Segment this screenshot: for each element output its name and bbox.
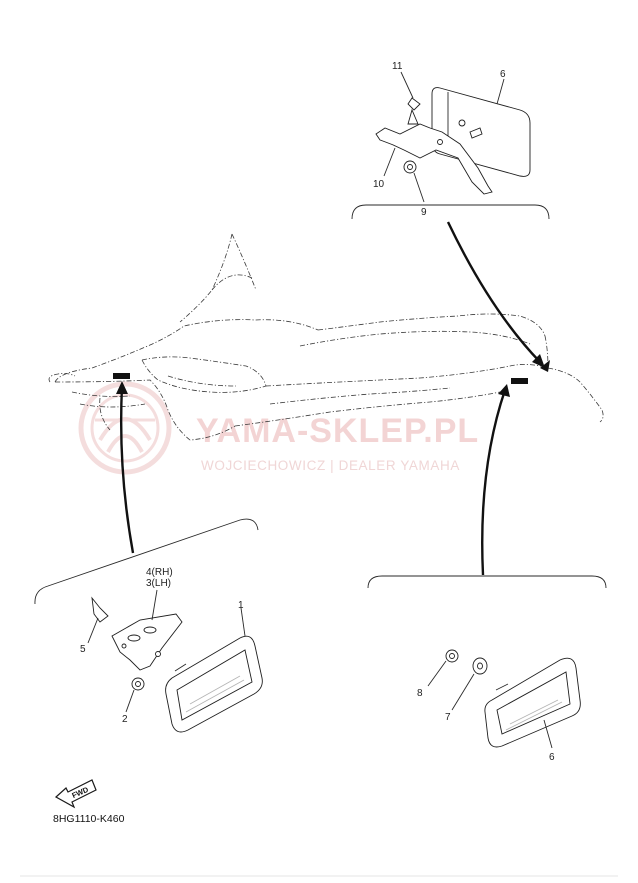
callout-2: 2 [122,714,128,725]
part-5-rivet [91,596,109,623]
callout-3-lh: 3(LH) [146,578,171,589]
callout-6-bottom: 6 [549,752,555,763]
leader-arrows [116,221,545,576]
diagram-code: 8HG1110-K460 [53,813,125,825]
watermark: YAMA-SKLEP.PL WOJCIECHOWICZ | DEALER YAM… [78,381,479,475]
watermark-logo [78,381,172,475]
part-3-4-bracket [111,613,183,671]
part-8-nut [445,649,459,663]
watermark-subtitle: WOJCIECHOWICZ | DEALER YAMAHA [201,458,460,473]
callout-9: 9 [421,207,427,218]
snowmobile-outline [48,233,604,441]
part-11-rivet [407,97,421,125]
detail-rear-upper: 11 6 10 9 [351,61,550,220]
rear-reflector-mark [511,378,528,384]
callout-4-rh: 4(RH) [146,567,173,578]
callout-1: 1 [238,600,244,611]
fwd-arrow-icon: FWD [54,779,97,809]
part-9-nut [403,160,417,174]
part-7-washer [472,657,488,675]
part-2-nut [131,677,145,691]
front-reflector-mark [113,373,130,379]
part-6-reflector [484,657,581,748]
callout-5: 5 [80,644,86,655]
part-1-reflector [165,635,263,733]
callout-6-top: 6 [500,69,506,80]
callout-7: 7 [445,712,451,723]
watermark-title: YAMA-SKLEP.PL [196,412,479,450]
detail-rear-lower: 8 7 6 [367,575,607,763]
callout-10: 10 [373,179,385,190]
part-10-bracket [375,123,493,195]
callout-11: 11 [392,61,403,72]
detail-front: 4(RH) 3(LH) 1 5 2 [34,518,263,733]
callout-8: 8 [417,688,423,699]
